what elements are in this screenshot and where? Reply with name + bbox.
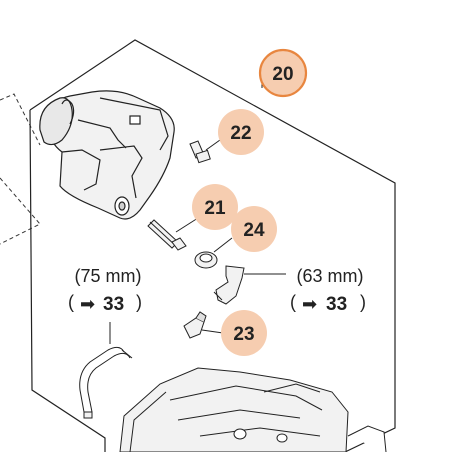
hose-right-note: (63 mm) ( ➡ 33 ) [290,266,366,315]
callout-23-circle [221,310,267,356]
callout-20-label: 20 [272,64,293,85]
hose-left-part [79,346,133,419]
leader-21 [175,217,199,233]
callout-20-circle [258,48,308,98]
hose-right-length: (63 mm) [297,266,364,286]
hose-left-note: (75 mm) ( ➡ 33 ) [68,266,142,315]
callout-23-label: 23 [233,324,254,345]
callout-20: 20 [258,48,308,98]
callout-21-label: 21 [204,198,226,219]
hose-left-ref-number: 33 [103,294,124,315]
hose-left-ref-close: ) [136,292,142,312]
hose-left-ref-open: ( [68,292,74,312]
callout-24-label: 24 [243,220,265,241]
callout-23: 23 [221,310,267,356]
small-elbow-part [183,311,207,339]
hose-right-ref-number: 33 [326,294,347,315]
long-fitting-part [147,219,187,251]
hose-right-ref-close: ) [360,292,366,312]
elbow-connector-part [213,265,245,305]
callout-21: 21 [192,184,238,230]
leader-22 [205,139,221,151]
hose-right-ref-open: ( [290,292,296,312]
grommet-part [194,251,218,269]
screw-part [189,140,211,164]
housing-part [39,90,175,220]
leader-24 [213,237,233,253]
hose-left-length: (75 mm) [75,266,142,286]
callout-24-circle [231,206,277,252]
arrow-right-icon: ➡ [302,294,317,314]
callout-21-circle [192,184,238,230]
callout-22: 22 [218,109,264,155]
callout-22-label: 22 [230,123,251,144]
lower-assembly-part [119,367,387,452]
arrow-right-icon: ➡ [80,294,95,314]
dashed-guide-lines [0,93,41,245]
callout-24: 24 [231,206,277,252]
callout-22-circle [218,109,264,155]
